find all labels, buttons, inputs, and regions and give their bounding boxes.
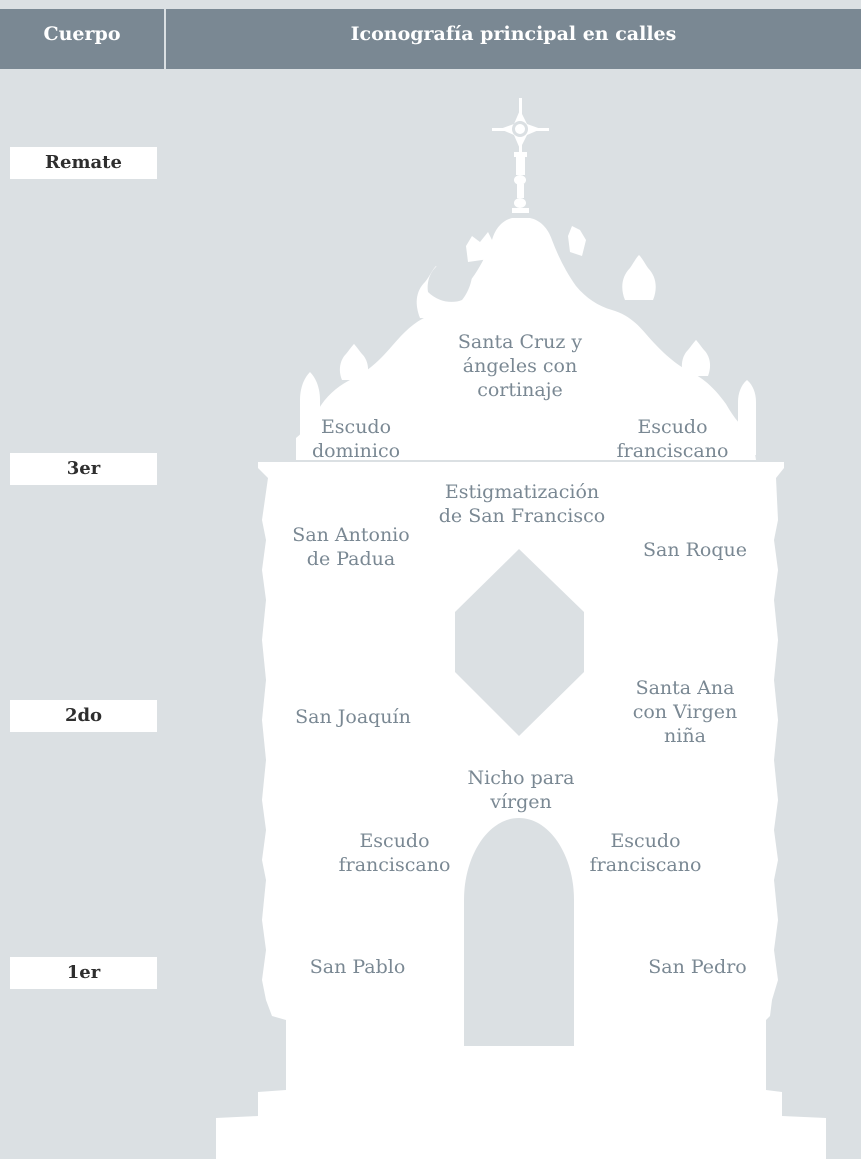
icon-san-antonio: San Antonio de Padua xyxy=(292,524,410,570)
level-1er: 1er xyxy=(10,957,157,989)
header-divider xyxy=(164,9,166,69)
icon-santa-ana: Santa Ana con Virgen niña xyxy=(632,677,738,747)
level-3er: 3er xyxy=(10,453,157,485)
icon-escudo-franciscano-izq: Escudo franciscano xyxy=(338,830,451,876)
cross-finial xyxy=(492,98,549,213)
upper-niche xyxy=(455,549,584,736)
icon-escudo-franciscano-der: Escudo franciscano xyxy=(589,830,702,876)
table-header xyxy=(0,0,861,69)
icon-escudo-dominico: Escudo dominico xyxy=(311,416,401,462)
icon-san-joaquin: San Joaquín xyxy=(295,706,411,728)
icon-santa-cruz: Santa Cruz y ángeles con cortinaje xyxy=(457,331,583,401)
main-body xyxy=(216,462,826,1159)
icon-nicho: Nicho para vírgen xyxy=(467,767,575,813)
icon-estigmatizacion: Estigmatización de San Francisco xyxy=(438,481,606,527)
level-remate: Remate xyxy=(10,147,157,179)
remate-body xyxy=(296,218,756,460)
level-2do: 2do xyxy=(10,700,157,732)
icon-san-roque: San Roque xyxy=(642,539,747,561)
icon-san-pablo: San Pablo xyxy=(309,956,406,978)
icon-escudo-franciscano-remate: Escudo franciscano xyxy=(616,416,729,462)
icon-san-pedro: San Pedro xyxy=(648,956,747,978)
header-cuerpo: Cuerpo xyxy=(43,23,121,45)
header-iconografia: Iconografía principal en calles xyxy=(350,23,677,45)
lower-arch-niche xyxy=(464,818,574,1046)
